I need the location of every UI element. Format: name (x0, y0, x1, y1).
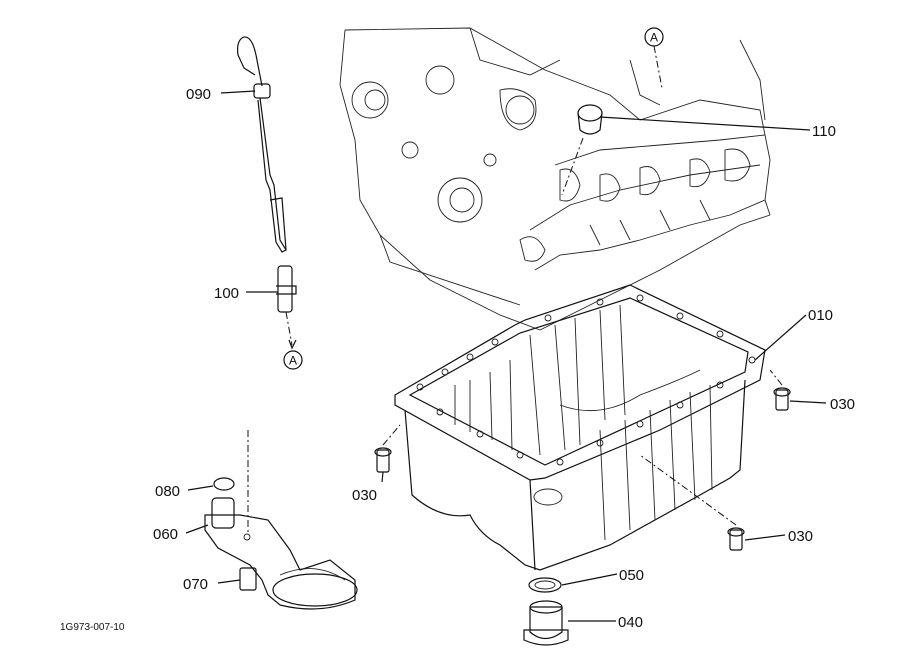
dipstick (237, 36, 287, 253)
reference-marker-top: A (644, 27, 664, 89)
dipstick-guide (276, 265, 297, 350)
label-030-left: 030 (352, 487, 377, 504)
label-100: 100 (214, 285, 239, 302)
engine-block (339, 27, 771, 331)
label-010: 010 (808, 307, 833, 324)
drain-gasket-and-plug (523, 577, 569, 646)
bolts-030 (374, 369, 791, 551)
plug-110 (561, 104, 603, 196)
label-040: 040 (618, 614, 643, 631)
leader-lines (185, 90, 827, 622)
oil-pan (394, 284, 766, 571)
label-030-bottom: 030 (788, 528, 813, 545)
part-labels: 090 100 110 010 030 030 030 080 060 070 … (153, 86, 855, 631)
label-090: 090 (186, 86, 211, 103)
label-080: 080 (155, 483, 180, 500)
reference-marker-bottom: A (283, 350, 303, 370)
label-110: 110 (812, 123, 836, 140)
figure-id: 1G973-007-10 (60, 622, 125, 633)
label-070: 070 (183, 576, 208, 593)
reference-marker-text: A (650, 31, 658, 45)
label-060: 060 (153, 526, 178, 543)
oil-strainer (204, 430, 358, 610)
label-050: 050 (619, 567, 644, 584)
reference-marker-text: A (289, 354, 297, 368)
label-030-right: 030 (830, 396, 855, 413)
